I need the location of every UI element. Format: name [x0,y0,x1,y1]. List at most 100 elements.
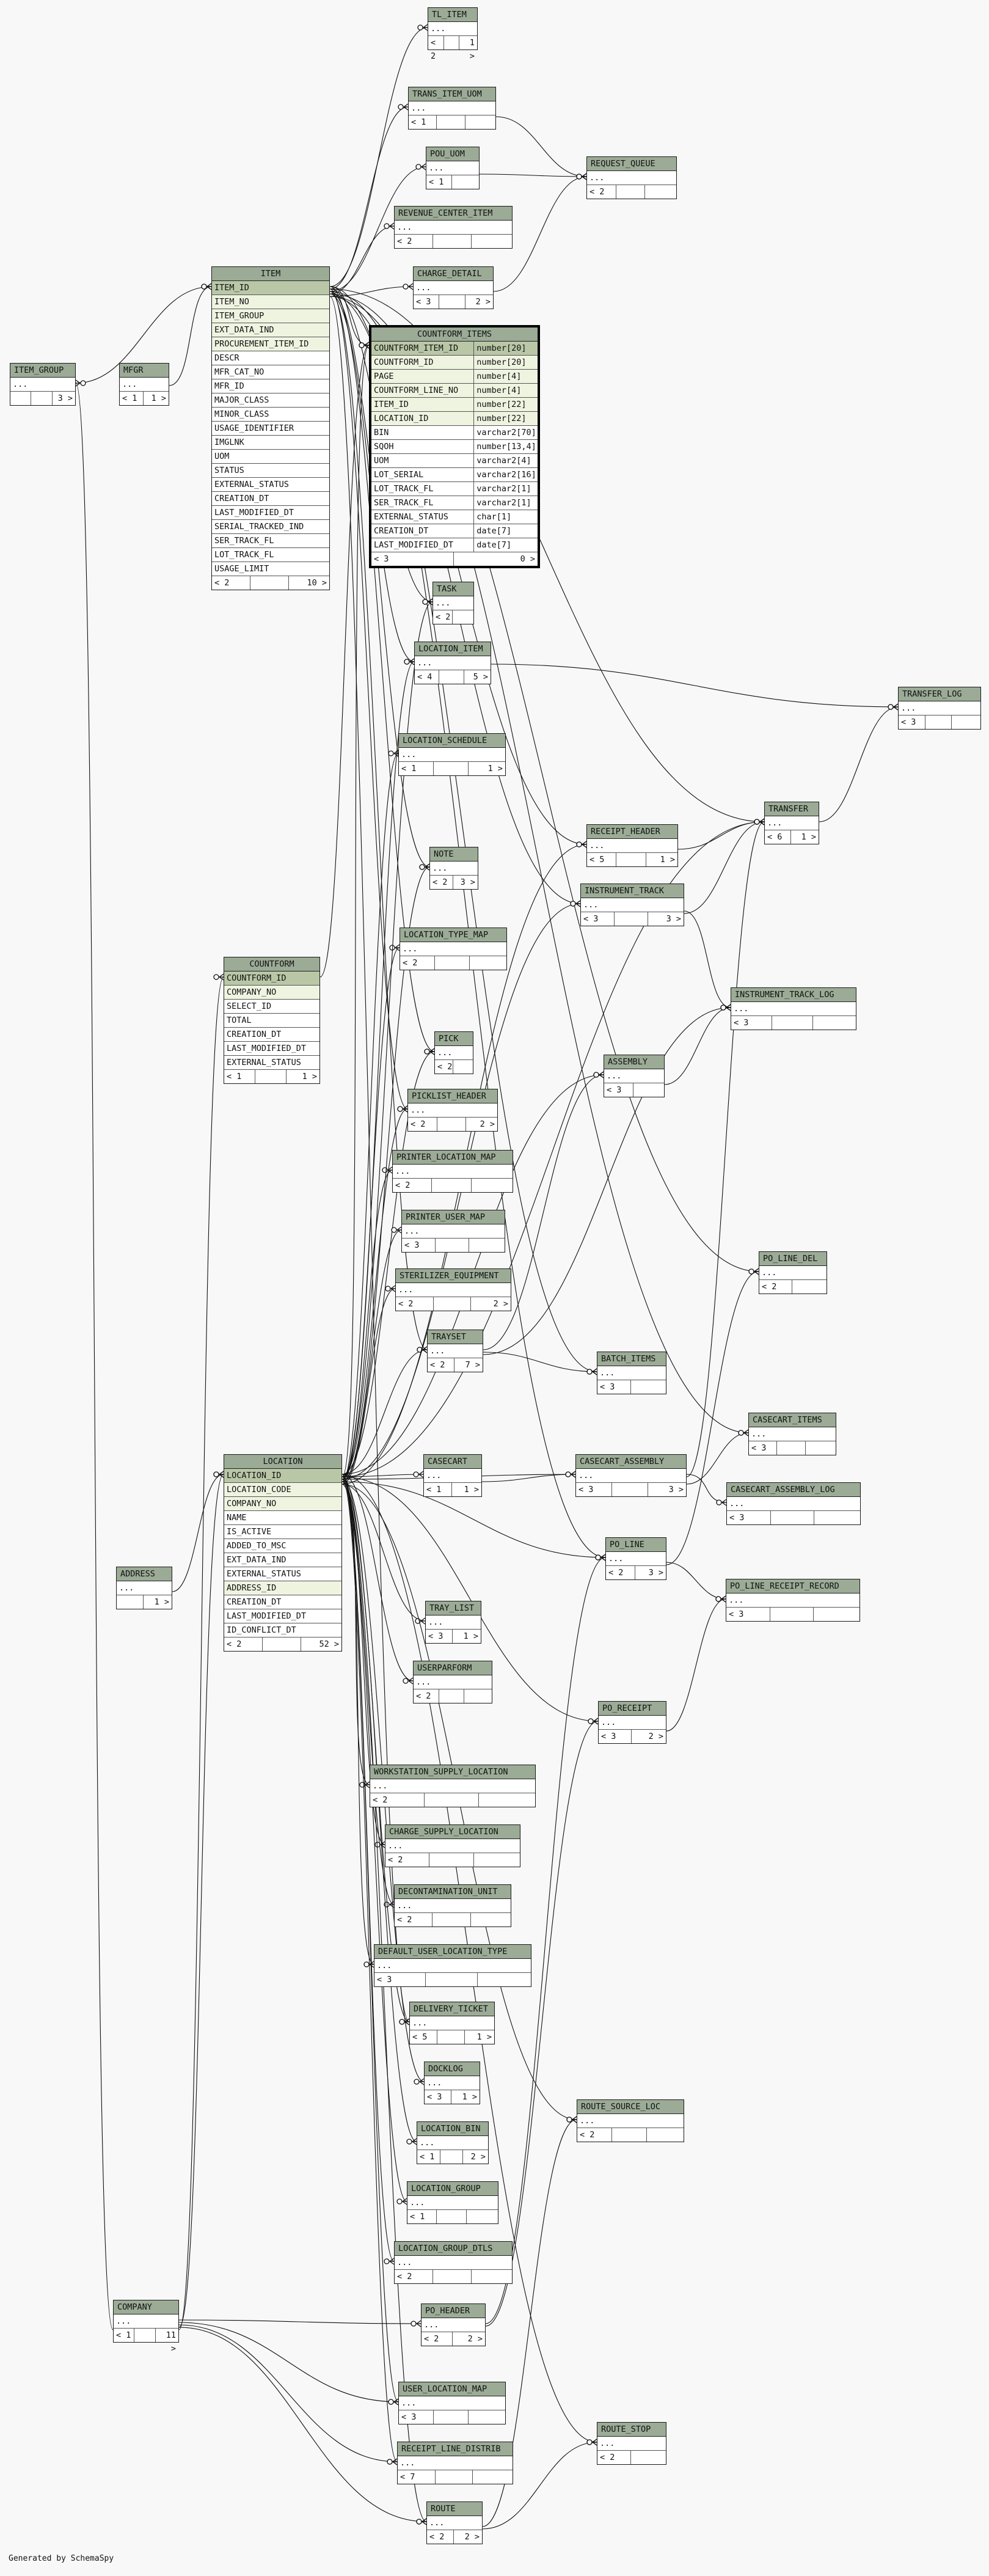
table-batch-items[interactable]: BATCH_ITEMS...< 3 [597,1352,666,1394]
children-count [645,185,676,199]
children-count [473,2470,513,2484]
table-transfer-log[interactable]: TRANSFER_LOG...< 3 [898,687,981,730]
table-po-line-del[interactable]: PO_LINE_DEL...< 2 [759,1251,827,1294]
parents-count: < 3 [899,715,925,729]
parents-count: < 3 [425,2090,451,2104]
table-receipt-line-distrib[interactable]: RECEIPT_LINE_DISTRIB...< 7 [397,2442,513,2484]
table-userparform[interactable]: USERPARFORM...< 2 [413,1661,492,1703]
crows-foot-icon [888,703,899,711]
children-count: 0 > [520,554,535,564]
table-casecart-assembly-log[interactable]: CASECART_ASSEMBLY_LOG...< 3 [726,1482,861,1525]
table-location-group[interactable]: LOCATION_GROUP...< 1 [407,2181,498,2224]
table-request-queue[interactable]: REQUEST_QUEUE...< 2 [586,156,677,199]
collapsed-columns: ... [433,596,473,610]
table-task[interactable]: TASK...< 2 [432,582,474,624]
table-revenue-center-item[interactable]: REVENUE_CENTER_ITEM...< 2 [394,206,513,249]
table-pick[interactable]: PICK...< 2 [434,1031,473,1074]
table-footer: < 1 [409,115,495,129]
crows-foot-icon [382,1166,393,1174]
table-po-line-receipt-record[interactable]: PO_LINE_RECEIPT_RECORD...< 3 [726,1579,860,1622]
relationship-line [341,1474,414,1681]
crows-foot-icon [363,1961,374,1968]
table-route-stop[interactable]: ROUTE_STOP...< 2 [597,2422,666,2465]
relationship-line [341,661,415,1480]
parents-count: < 5 [410,2030,437,2044]
table-name: ITEM [212,267,329,281]
table-printer-location-map[interactable]: PRINTER_LOCATION_MAP...< 2 [392,1150,513,1193]
table-footer: < 3 [727,1511,860,1524]
collapsed-columns: ... [726,1594,859,1608]
parents-count [10,392,32,405]
crows-foot-icon [417,1346,428,1353]
rows-count [432,1179,472,1192]
parents-count: < 2 [414,1689,439,1703]
collapsed-columns: ... [395,1899,511,1913]
children-count [478,1973,531,1986]
table-pou-uom[interactable]: POU_UOM...< 1 [426,147,480,189]
relationship-line [341,1476,410,2022]
table-name: PO_RECEIPT [599,1702,666,1716]
table-casecart-items[interactable]: CASECART_ITEMS...< 3 [748,1413,836,1455]
table-address[interactable]: ADDRESS...1 > [116,1567,172,1609]
crows-foot-icon [566,2116,577,2123]
table-trans-item-uom[interactable]: TRANS_ITEM_UOM...< 1 [408,87,496,130]
children-count [470,956,506,970]
table-decontamination-unit[interactable]: DECONTAMINATION_UNIT...< 2 [394,1884,511,1927]
table-printer-user-map[interactable]: PRINTER_USER_MAP...< 3 [401,1210,505,1253]
collapsed-columns: ... [114,2314,178,2329]
table-item-group[interactable]: ITEM_GROUP...3 > [10,363,76,406]
table-assembly[interactable]: ASSEMBLY...< 3 [604,1055,665,1097]
column-name: SELECT_ID [224,1000,319,1014]
crows-foot-icon [715,1595,726,1603]
table-footer: < 3 [597,1380,666,1394]
table-instrument-track-log[interactable]: INSTRUMENT_TRACK_LOG...< 3 [731,987,856,1030]
table-location-type-map[interactable]: LOCATION_TYPE_MAP...< 2 [400,928,507,970]
crows-foot-icon [359,1781,370,1788]
table-location-group-dtls[interactable]: LOCATION_GROUP_DTLS...< 2 [394,2241,513,2284]
table-name: PICK [435,1032,473,1046]
table-charge-supply-location[interactable]: CHARGE_SUPPLY_LOCATION...< 2 [385,1824,520,1867]
collapsed-columns: ... [581,898,684,912]
crows-foot-icon [586,2439,597,2446]
table-user-location-map[interactable]: USER_LOCATION_MAP...< 3 [398,2382,506,2424]
collapsed-columns: ... [577,2114,684,2128]
crows-foot-icon [588,1718,599,1725]
table-default-user-location-type[interactable]: DEFAULT_USER_LOCATION_TYPE...< 3 [374,1944,531,1987]
column-name: IS_ACTIVE [224,1525,341,1539]
parents-count: < 2 [422,2332,453,2346]
table-route-source-loc[interactable]: ROUTE_SOURCE_LOC...< 2 [577,2099,684,2142]
table-workstation-supply-location[interactable]: WORKSTATION_SUPPLY_LOCATION...< 2 [370,1765,536,1807]
